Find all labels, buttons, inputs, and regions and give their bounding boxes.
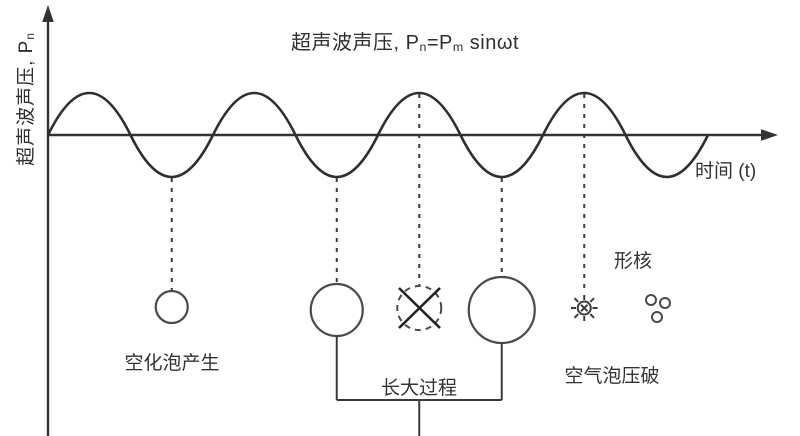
subscript-m: m xyxy=(452,40,464,55)
diagram-title: 超声波声压, Pn=Pm sinωt xyxy=(290,32,519,55)
label-growth-process: 长大过程 xyxy=(380,378,457,399)
label-bubble-burst: 空气泡压破 xyxy=(564,366,660,387)
x-axis-arrow-icon xyxy=(761,129,778,141)
y-axis-arrow-icon xyxy=(42,5,54,22)
collapse-x-icon xyxy=(398,287,441,329)
label-nucleation: 形核 xyxy=(614,251,653,272)
bubble-large xyxy=(467,275,536,345)
sine-wave xyxy=(46,91,710,179)
growth-bracket xyxy=(335,336,503,436)
burst-icon xyxy=(571,295,598,321)
bubble-medium xyxy=(309,282,364,338)
x-axis-label: 时间 (t) xyxy=(695,161,757,182)
subscript-n: n xyxy=(419,40,427,55)
label-bubble-generation: 空化泡产生 xyxy=(124,353,220,374)
bubble-collapsing xyxy=(396,285,443,331)
bubble-small xyxy=(154,289,189,325)
y-axis-label: 超声波声压, Pn xyxy=(16,32,38,166)
subscript-n: n xyxy=(24,32,38,40)
nucleation-circles xyxy=(645,294,671,323)
